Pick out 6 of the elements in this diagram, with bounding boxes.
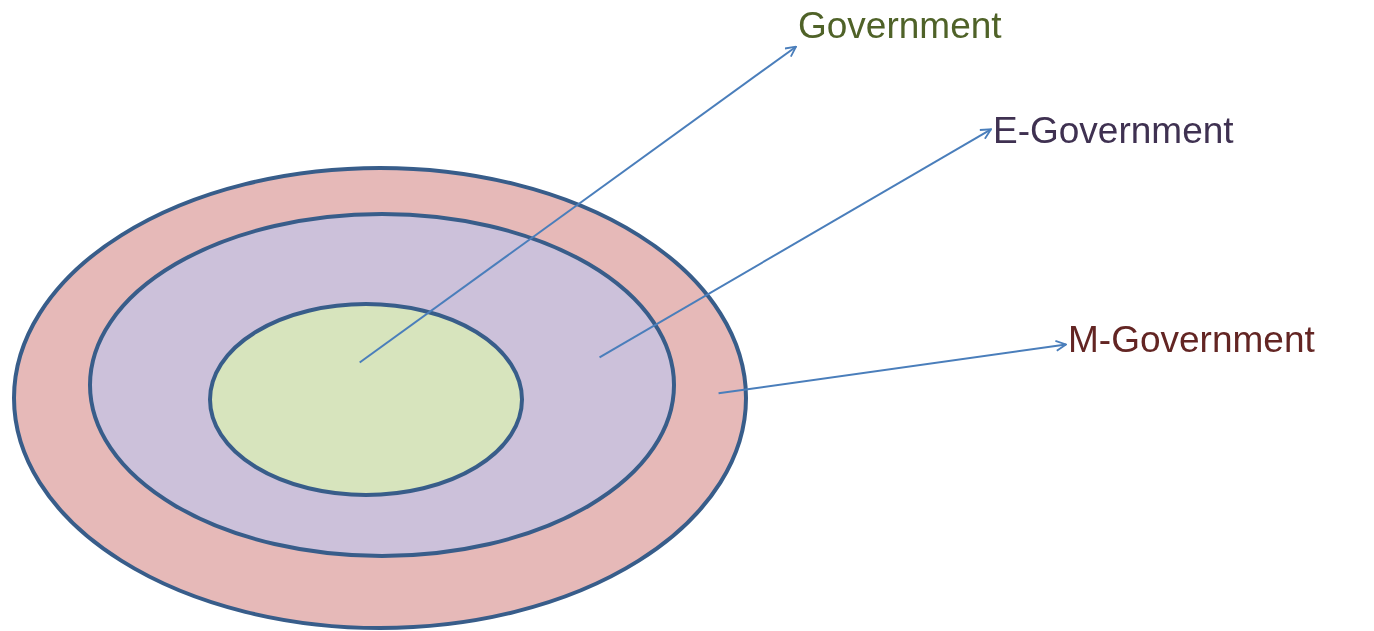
ring-label: E-Government [993, 111, 1234, 152]
ring-label: Government [798, 6, 1002, 47]
arrow [717, 339, 1067, 395]
arrow [598, 128, 992, 359]
arrow [358, 45, 797, 364]
ring-label: M-Government [1068, 320, 1315, 361]
